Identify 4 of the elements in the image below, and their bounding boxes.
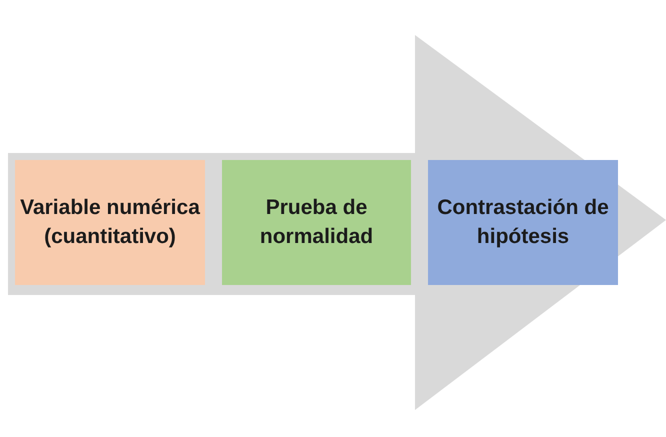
process-box: Variable numérica (cuantitativo) [15, 160, 205, 285]
process-box: Prueba de normalidad [222, 160, 411, 285]
arrow-shape [8, 35, 666, 410]
process-box: Contrastación de hipótesis [428, 160, 618, 285]
